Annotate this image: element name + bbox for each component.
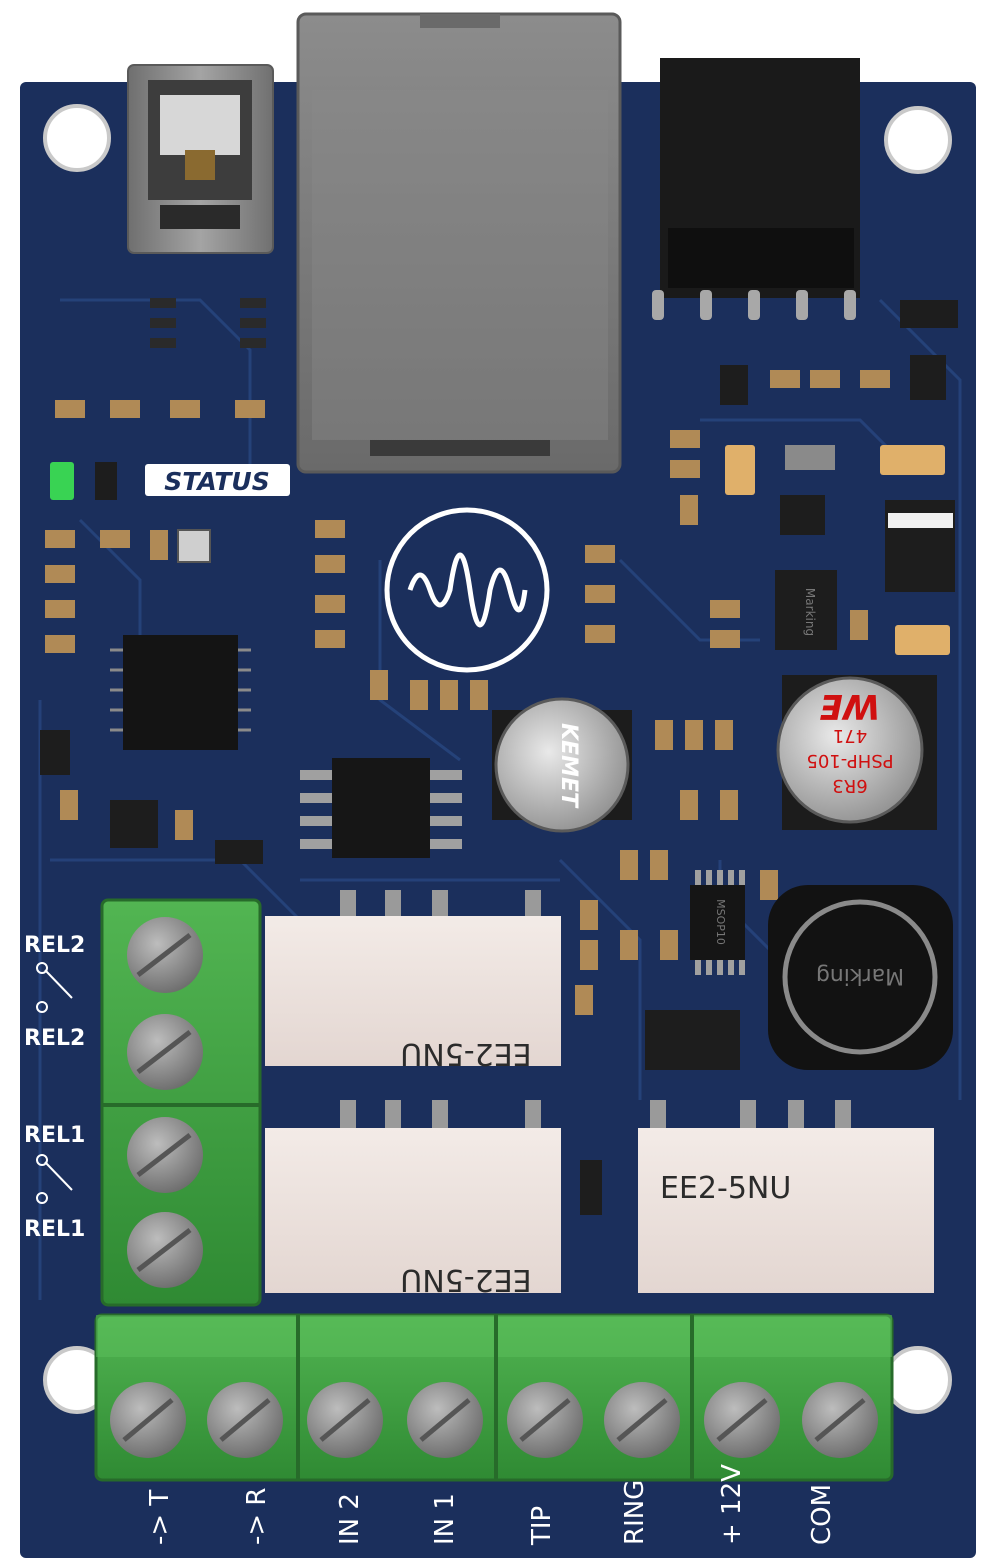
relay-silkscreen: REL2 REL2 REL1 REL1: [24, 933, 85, 1242]
mounting-holes: [43, 104, 952, 1414]
terminal-label-in2: IN 2: [335, 1493, 365, 1545]
kemet-capacitor: KEMET: [492, 697, 632, 833]
terminal-label-in1: IN 1: [430, 1493, 460, 1545]
terminal-label-com: COM: [807, 1484, 837, 1545]
status-led: [50, 462, 74, 500]
msop-label: MSOP10: [714, 899, 727, 945]
microcontroller-chip: [110, 635, 251, 750]
relay-screws: [127, 917, 203, 1288]
terminal-labels: -> T -> R IN 2 IN 1 TIP RING + 12V COM: [145, 1464, 837, 1546]
rel1-bottom-label: REL1: [24, 1217, 85, 1242]
relay-bottom-right-label: EE2-5NU: [660, 1171, 791, 1206]
smd-components: [40, 298, 958, 1215]
relay-bottom-right: EE2-5NU: [638, 1100, 934, 1293]
terminal-label-r: -> R: [242, 1488, 272, 1546]
bottom-screws: [110, 1382, 878, 1458]
power-inductor: Marking: [768, 885, 953, 1070]
relay-bottom-left: EE2-5NU: [265, 1100, 561, 1297]
status-silkscreen: STATUS: [145, 464, 290, 496]
mini-usb-connector: [127, 64, 274, 254]
relay-top-left-label: EE2-5NU: [400, 1036, 531, 1071]
status-label: STATUS: [164, 467, 269, 496]
chip-marking: Marking: [803, 588, 817, 636]
soic-chip: [300, 758, 462, 858]
terminal-label-12v: + 12V: [717, 1464, 747, 1545]
terminal-label-t: -> T: [145, 1490, 175, 1545]
bottom-terminal-block: [94, 1313, 894, 1482]
relay-bottom-left-label: EE2-5NU: [400, 1262, 531, 1297]
msop10-chip: MSOP10: [690, 870, 745, 975]
we-cap-line2: PSHP-105: [806, 750, 893, 771]
terminal-label-tip: TIP: [527, 1506, 557, 1546]
rel2-top-label: REL2: [24, 933, 85, 958]
rj45-connector: [296, 12, 622, 474]
we-cap-line3: 471: [833, 725, 867, 746]
we-capacitor: 6R3 PSHP-105 471 WE: [776, 675, 937, 830]
inductor-marking: Marking: [816, 963, 904, 988]
terminal-label-ring: RING: [620, 1480, 650, 1545]
we-logo: WE: [820, 686, 881, 726]
relay-top-left: EE2-5NU: [265, 890, 561, 1071]
rel2-bottom-label: REL2: [24, 1026, 85, 1051]
header-connector: [652, 58, 860, 320]
rel1-top-label: REL1: [24, 1123, 85, 1148]
relay-terminal-block: [100, 898, 262, 1307]
we-cap-line1: 6R3: [832, 775, 867, 796]
waveform-logo: [384, 507, 550, 673]
kemet-label: KEMET: [556, 723, 581, 809]
